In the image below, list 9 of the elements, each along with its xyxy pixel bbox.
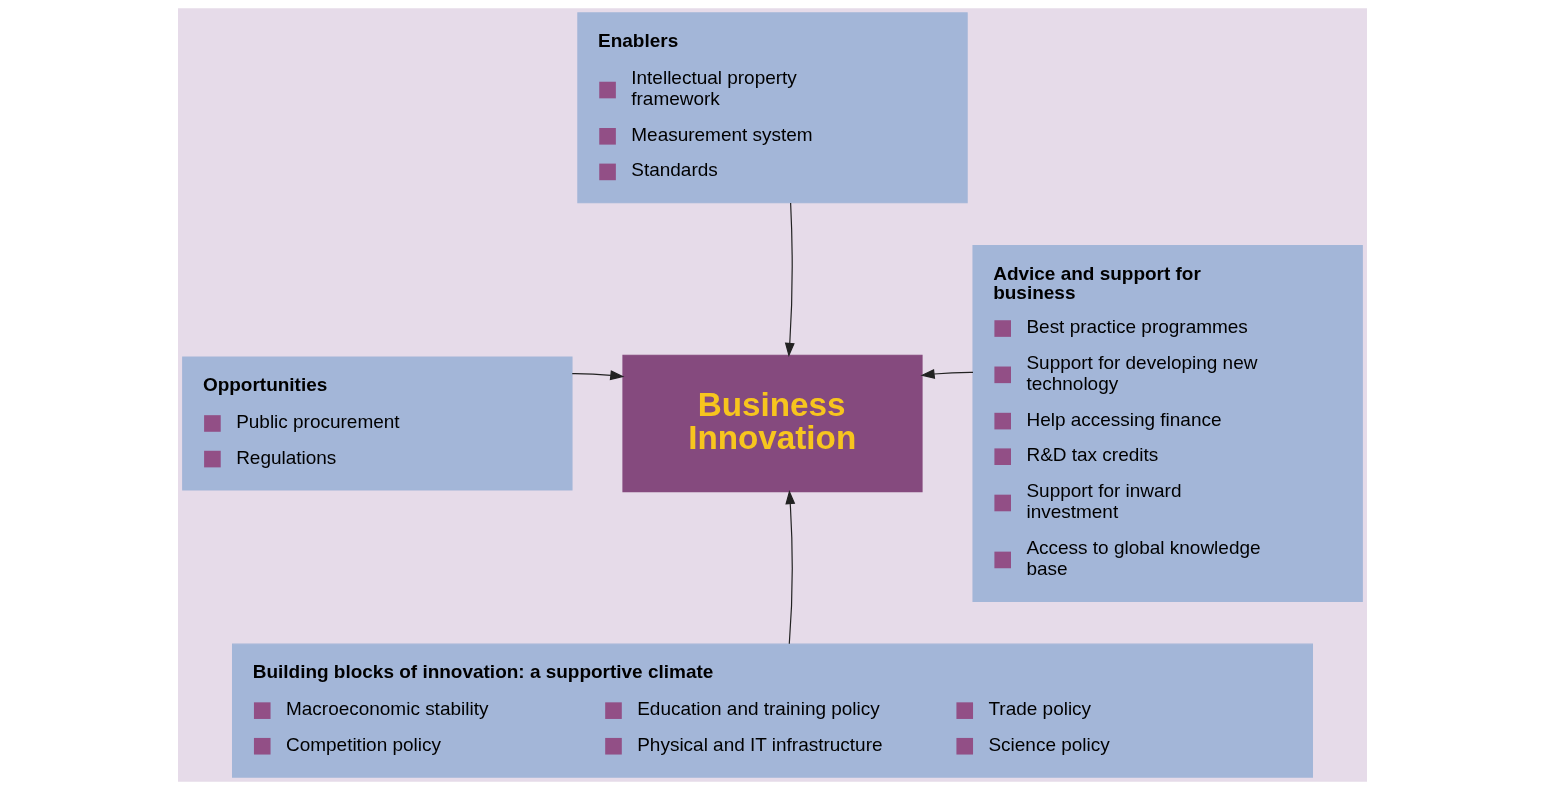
node-box: Building blocks of innovation: a supportive climate Macroeconomic stability Education and training policy Trade policy Competition policy Physical and IT infrastructure Science policy xyxy=(231,643,1313,778)
arrow xyxy=(571,370,624,381)
node-box: Advice and support for business Best practice programmes Support for developing new technology Help accessing finance R&D tax credits Support for inward investment Access to global knowledge base xyxy=(971,244,1363,603)
node-box: Enablers Intellectual property framework Measurement system Standards xyxy=(576,12,968,204)
arrow xyxy=(784,202,795,358)
arrow xyxy=(919,369,974,379)
node-box: Opportunities Public procurement Regulations xyxy=(181,356,573,491)
arrow xyxy=(784,490,795,645)
node-box: Business Innovation xyxy=(621,354,923,493)
